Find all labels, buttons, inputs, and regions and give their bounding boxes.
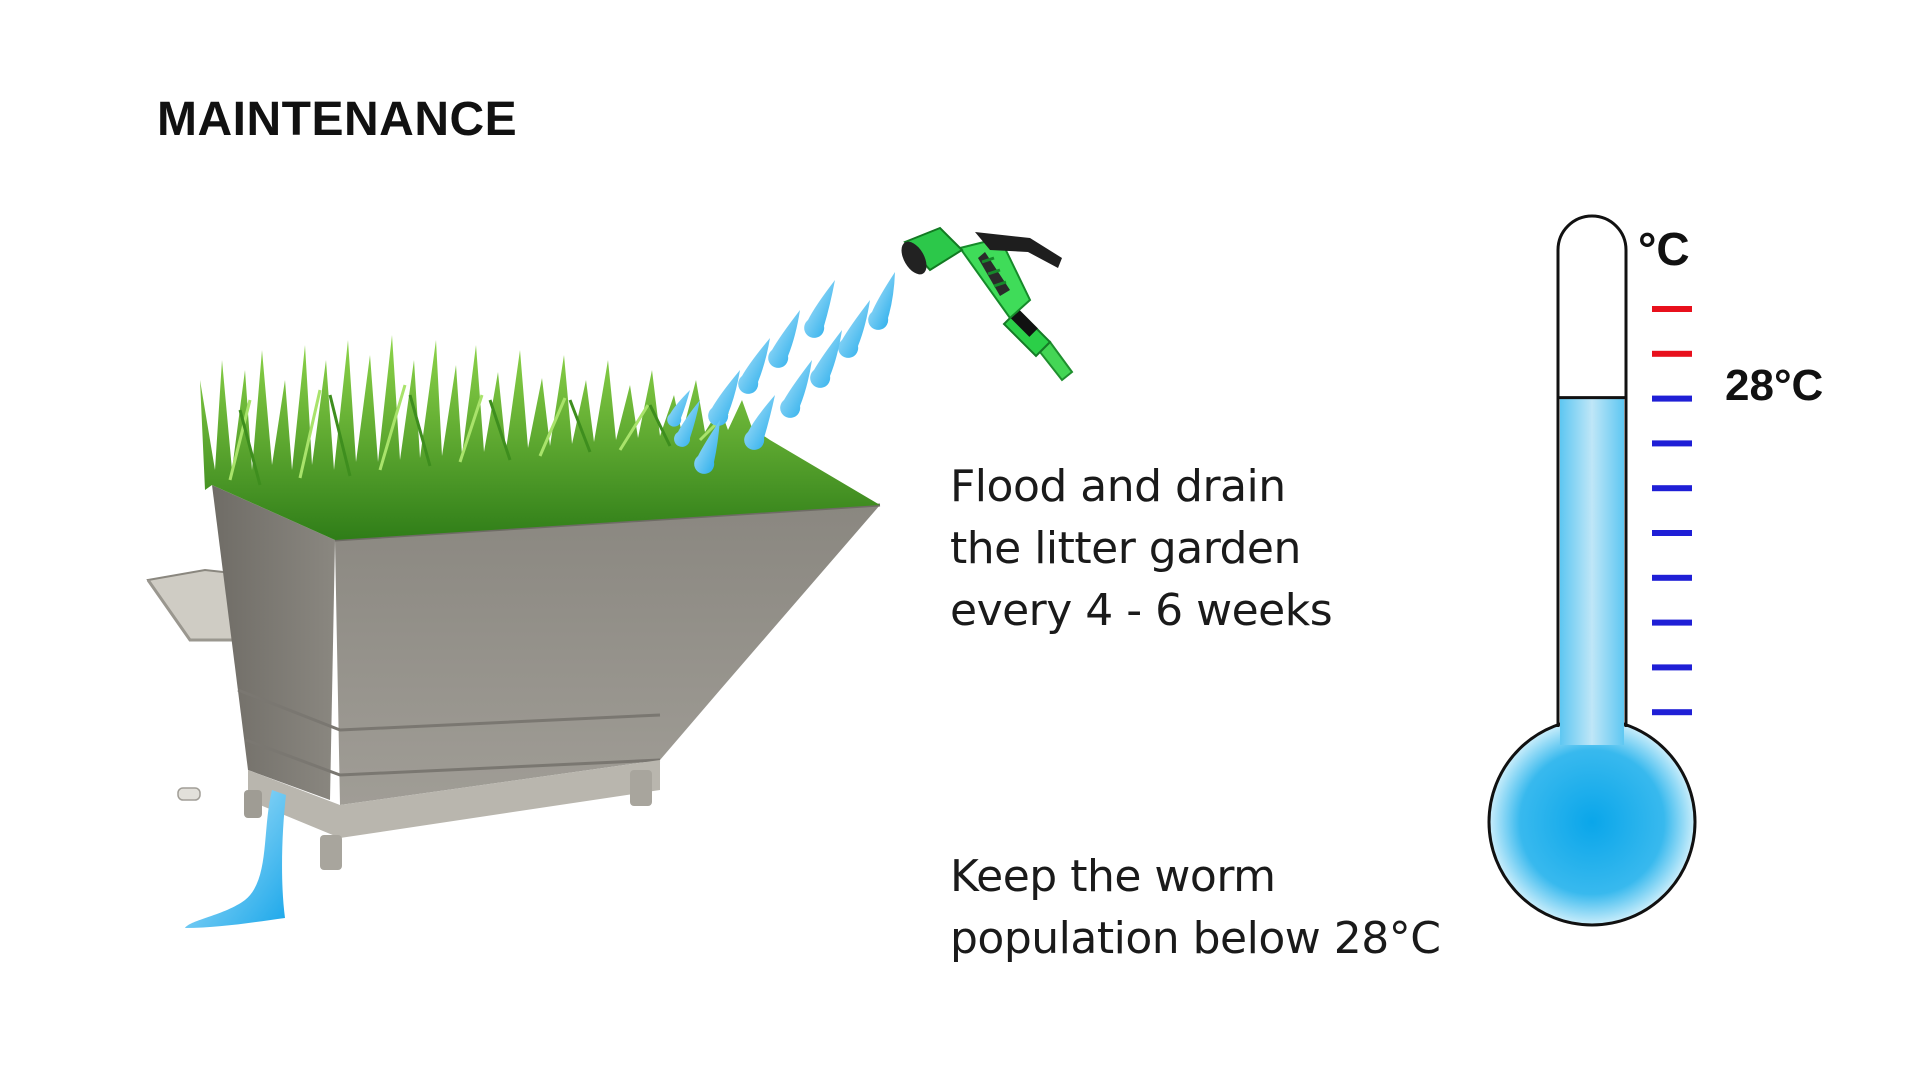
temperature-note-line: population below 28°C: [950, 913, 1441, 964]
flood-note-line: Flood and drain: [950, 461, 1286, 512]
page-title: MAINTENANCE: [157, 93, 518, 146]
thermometer-reading-label: 28°C: [1725, 361, 1824, 410]
tick-hot: [1652, 306, 1692, 312]
planter-box: [146, 478, 881, 870]
tick-hot: [1652, 350, 1692, 357]
temperature-instruction: Keep the worm population below 28°C: [950, 846, 1441, 970]
flood-note-line: every 4 - 6 weeks: [950, 585, 1333, 636]
tick-cold: [1652, 709, 1692, 716]
tick-cold: [1652, 395, 1692, 402]
tick-cold: [1652, 574, 1692, 581]
water-drops: [667, 272, 895, 474]
temperature-note-line: Keep the worm: [950, 851, 1276, 902]
tick-cold: [1652, 664, 1692, 671]
flood-note-line: the litter garden: [950, 523, 1301, 574]
grass: [200, 335, 880, 540]
tick-cold: [1652, 440, 1692, 447]
thermometer-fluid-column: [1560, 397, 1624, 742]
tick-cold: [1652, 619, 1692, 626]
garden-hose-nozzle: [901, 226, 1074, 382]
thermometer-scale-ticks: [1652, 306, 1692, 716]
drain-stream: [185, 790, 286, 928]
flood-drain-instruction: Flood and drain the litter garden every …: [950, 456, 1333, 642]
thermometer: [1487, 214, 1697, 927]
tick-cold: [1652, 530, 1692, 536]
thermometer-unit-label: °C: [1638, 223, 1690, 275]
tick-cold: [1652, 485, 1692, 492]
